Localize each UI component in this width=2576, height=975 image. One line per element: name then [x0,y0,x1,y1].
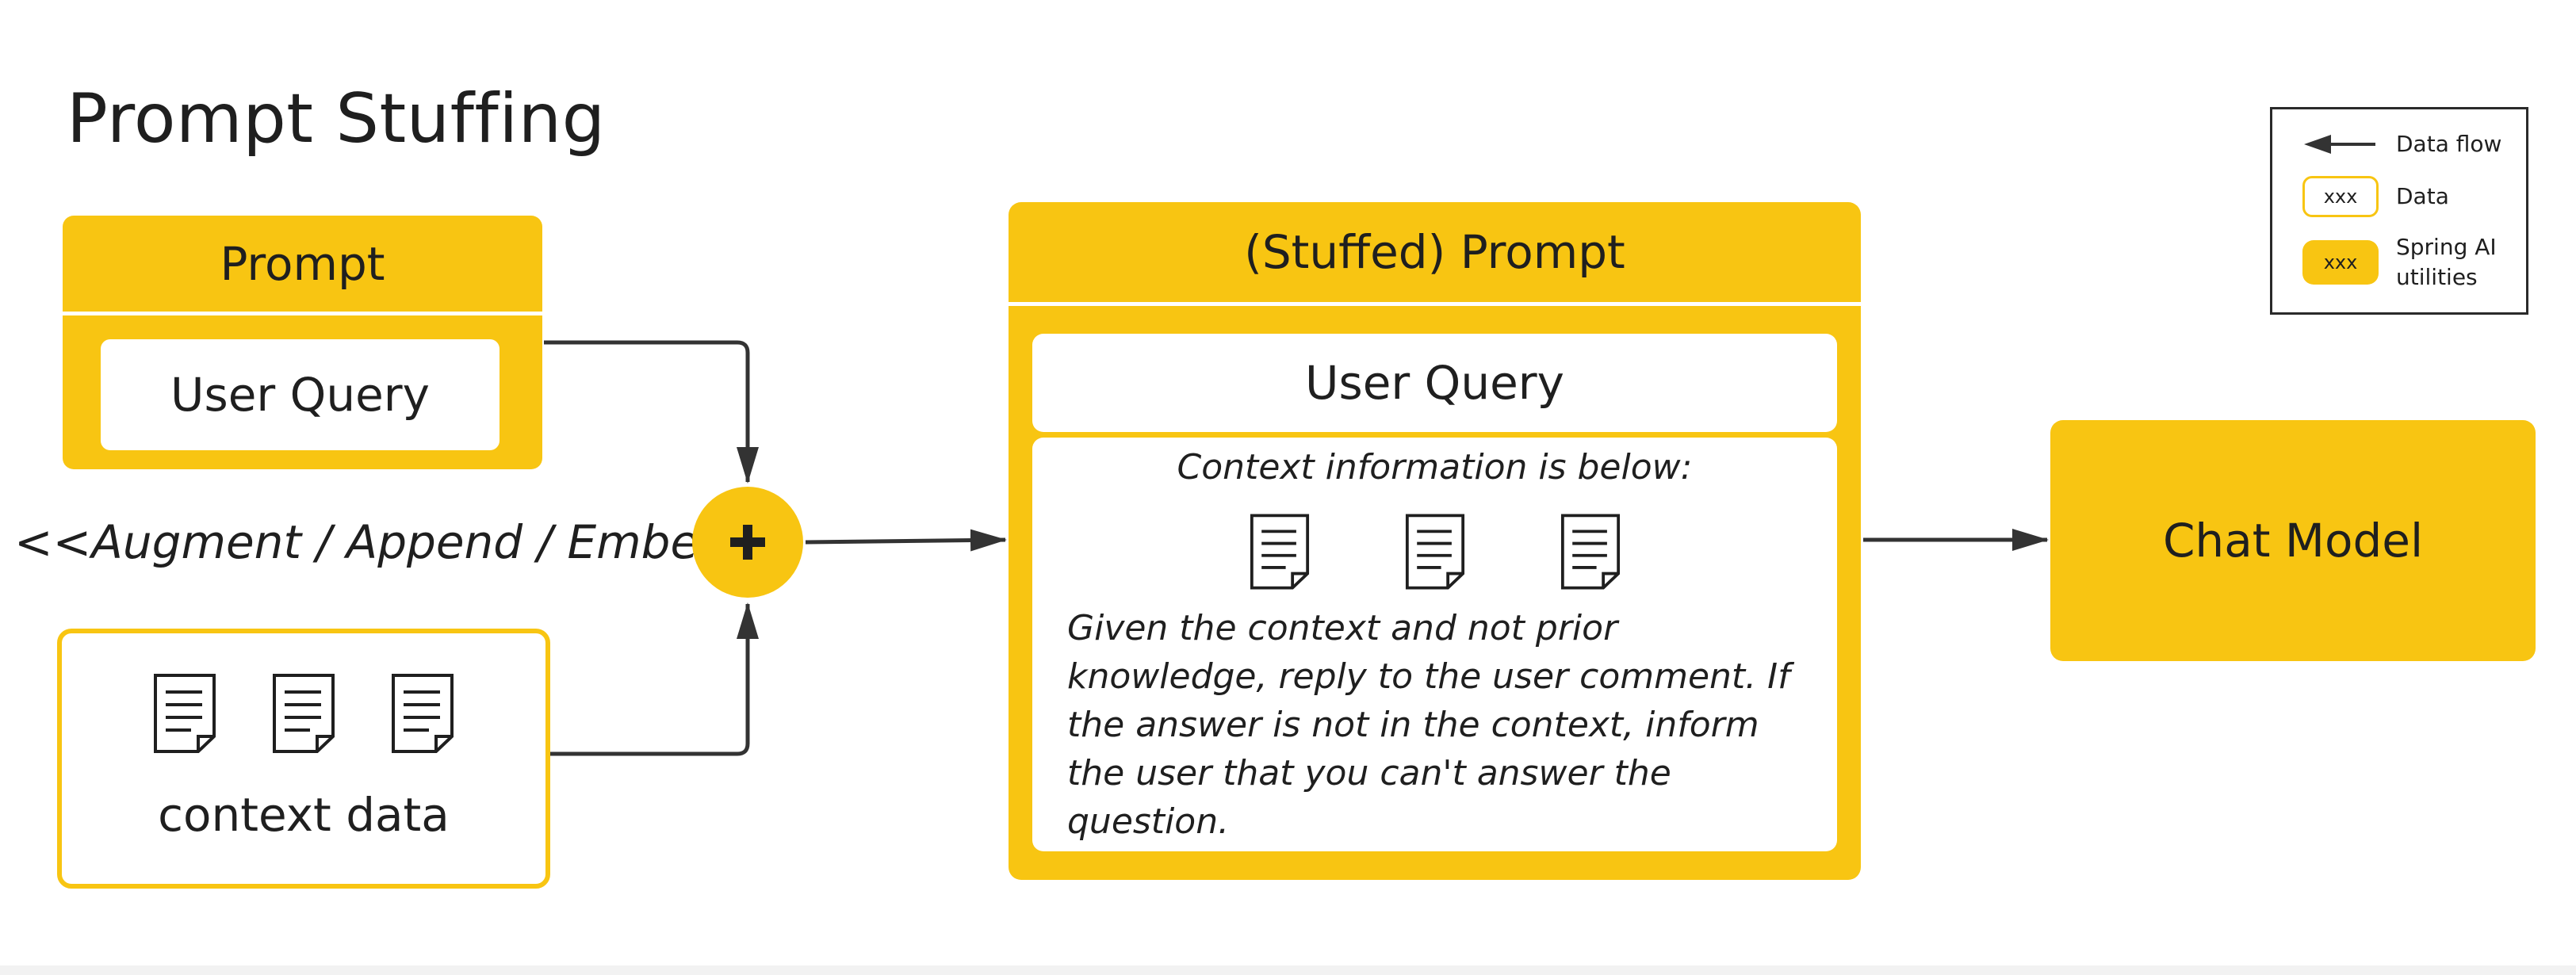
context-info-title: Context information is below: [1177,447,1693,488]
stuffed-user-query: User Query [1032,334,1837,432]
chat-model-box: Chat Model [2050,420,2536,661]
stuffed-prompt-header: (Stuffed) Prompt [1244,225,1625,279]
plus-operator [692,487,803,598]
legend: Data flow xxx Data xxx Spring AI utiliti… [2270,107,2528,315]
plus-icon [730,525,765,560]
document-icon [154,674,216,753]
diagram-title: Prompt Stuffing [67,79,606,159]
legend-spring-ai-label: Spring AI utilities [2396,234,2497,290]
arrow-prompt-to-plus [544,340,759,484]
bottom-strip [0,965,2576,975]
stuffed-docs [1032,513,1837,591]
prompt-header: Prompt [220,236,385,291]
context-data-box: context data [57,629,550,889]
legend-data-flow-label: Data flow [2396,131,2502,157]
legend-row-spring-ai: xxx Spring AI utilities [2302,232,2499,292]
prompt-divider [63,312,542,315]
legend-data-label: Data [2396,183,2449,209]
context-data-label: context data [158,788,450,842]
prompt-box: Prompt User Query [63,216,542,469]
document-icon [273,674,335,753]
arrow-plus-to-stuffed [805,529,1007,552]
legend-row-data: xxx Data [2302,176,2449,217]
arrow-left-icon [2304,135,2375,154]
prompt-user-query: User Query [101,339,500,450]
legend-row-data-flow: Data flow [2302,128,2501,160]
context-instruction: Given the context and not prior knowledg… [1067,608,1790,842]
document-icon [392,674,454,753]
context-docs [62,673,545,754]
document-icon [1405,514,1464,590]
stuffed-prompt-divider [1009,302,1861,306]
legend-util-swatch: xxx [2302,240,2379,285]
stuffed-context-section: Context information is below: [1032,438,1837,851]
legend-data-swatch: xxx [2302,176,2379,217]
augment-label: <<Augment / Append / Embed>> [14,515,806,569]
document-icon [1250,514,1309,590]
arrow-context-to-plus [544,602,759,756]
document-icon [1560,514,1620,590]
stuffed-prompt-box: (Stuffed) Prompt User Query Context info… [1009,202,1861,880]
